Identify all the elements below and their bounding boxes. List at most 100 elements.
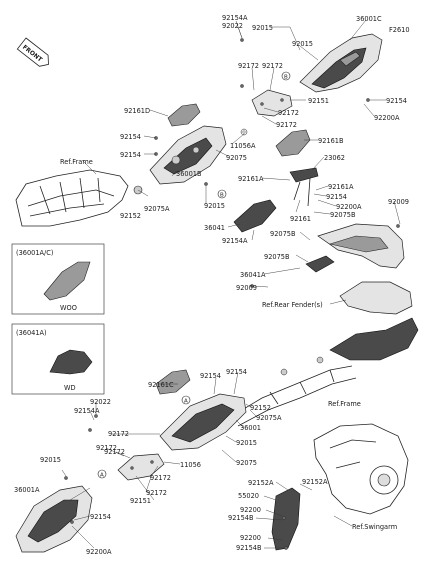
label-36001c: 36001C (356, 15, 382, 23)
bracket-top (251, 89, 293, 117)
bracket-23062 (289, 167, 319, 207)
label-92152: 92152 (120, 212, 141, 220)
label-92200a: 92200A (374, 114, 400, 122)
label-92154a: 92154A (222, 14, 248, 22)
label-ref-frame: Ref.Frame (60, 158, 93, 166)
label-36041: 36041 (204, 224, 225, 232)
label-92172: 92172 (262, 62, 283, 70)
label-92161a: 92161A (328, 183, 354, 191)
label-92161b: 92161B (318, 137, 344, 145)
label-92200a: 92200A (336, 203, 362, 211)
leader-lines (61, 19, 401, 549)
label-92200a: 92200A (86, 548, 112, 556)
svg-text:B: B (220, 193, 224, 199)
label-92075: 92075 (236, 459, 257, 467)
svg-text:A: A (184, 399, 188, 405)
label-92154a: 92154A (222, 237, 248, 245)
marker-a-mid: A (181, 395, 191, 405)
inset-wd-caption: WD (64, 384, 76, 392)
inset-woo: (36001A/C) WOO (11, 243, 105, 315)
frame-reference-bottom (231, 356, 357, 427)
label-92152a: 92152A (248, 479, 274, 487)
label-92022: 92022 (90, 398, 111, 406)
inset-woo-title: (36001A/C) (16, 249, 53, 257)
label-92075a: 92075A (144, 205, 170, 213)
inset-wd-title: (36041A) (16, 329, 47, 337)
label-92015: 92015 (40, 456, 61, 464)
label-92161: 92161 (290, 215, 311, 223)
label-ref-rear-fender: Ref.Rear Fender(s) (262, 301, 323, 309)
label-92172: 92172 (238, 62, 259, 70)
label-92200: 92200 (240, 506, 261, 514)
svg-text:A: A (100, 473, 104, 479)
label-92075b: 92075B (270, 230, 296, 238)
label-92151: 92151 (130, 497, 151, 505)
bracket-bottom (117, 453, 165, 481)
label-92172: 92172 (276, 121, 297, 129)
label-92015: 92015 (204, 202, 225, 210)
label-92161d: 92161D (124, 107, 150, 115)
label-92015: 92015 (252, 24, 273, 32)
swingarm-reference (313, 423, 409, 515)
label-92154: 92154 (200, 372, 221, 380)
label-92172: 92172 (96, 444, 117, 452)
diagram-code: F2610 (389, 26, 410, 34)
label-92154: 92154 (90, 513, 111, 521)
seat-cover-36001 (159, 393, 247, 451)
label-92075: 92075 (226, 154, 247, 162)
label-92161a: 92161A (238, 175, 264, 183)
label-36001b: 36001B (176, 170, 202, 178)
label-92151: 92151 (308, 97, 329, 105)
label-92172: 92172 (150, 474, 171, 482)
label-92022: 92022 (222, 22, 243, 30)
label-ref-swingarm: Ref.Swingarm (352, 523, 397, 531)
bracket-55020 (271, 487, 301, 551)
label-92152a: 92152A (302, 478, 328, 486)
marker-b-mid: B (217, 189, 227, 199)
label-11056: 11056 (180, 461, 201, 469)
label-92154b: 92154B (228, 514, 254, 522)
rubber-92161c (155, 369, 191, 395)
label-92075a: 92075A (256, 414, 282, 422)
rubber-92161b (275, 129, 311, 157)
marker-b-top: B (281, 71, 291, 81)
front-direction-badge: FRONT (16, 37, 49, 67)
label-92154: 92154 (326, 193, 347, 201)
label-23062: 23062 (324, 154, 345, 162)
cover-36041 (233, 199, 277, 233)
label-92154: 92154 (386, 97, 407, 105)
label-92154: 92154 (226, 368, 247, 376)
inset-woo-caption: WOO (60, 304, 77, 312)
label-36001: 36001 (240, 424, 261, 432)
label-92172: 92172 (104, 448, 125, 456)
label-92172: 92172 (278, 109, 299, 117)
label-92200: 92200 (240, 534, 261, 542)
label-92172: 92172 (108, 430, 129, 438)
label-55020: 55020 (238, 492, 259, 500)
label-92172: 92172 (146, 489, 167, 497)
svg-text:B: B (284, 75, 288, 81)
label-92154b: 92154B (236, 544, 262, 552)
label-92152: 92152 (250, 404, 271, 412)
label-92154a: 92154A (74, 407, 100, 415)
label-36041a: 36041A (240, 271, 266, 279)
label-36001a: 36001A (14, 486, 40, 494)
label-92154: 92154 (120, 133, 141, 141)
grommet-11056a (240, 128, 248, 136)
callout-labels: 92154A 92022 92015 36001C 92015 92172 92… (14, 14, 409, 556)
label-92009: 92009 (388, 198, 409, 206)
rubber-92161d (167, 103, 201, 127)
label-92075b: 92075B (264, 253, 290, 261)
label-92154: 92154 (120, 151, 141, 159)
seat-cover-36001b (149, 125, 227, 185)
label-11056a: 11056A (230, 142, 256, 150)
marker-a-bottom: A (97, 469, 107, 479)
seat-cover-36001a (15, 485, 93, 553)
seat-cover-36001c (299, 33, 383, 93)
inset-wd: (36041A) WD (11, 323, 105, 395)
label-92075b: 92075B (330, 211, 356, 219)
rear-fender (305, 223, 419, 361)
label-92015: 92015 (292, 40, 313, 48)
label-92009: 92009 (236, 284, 257, 292)
